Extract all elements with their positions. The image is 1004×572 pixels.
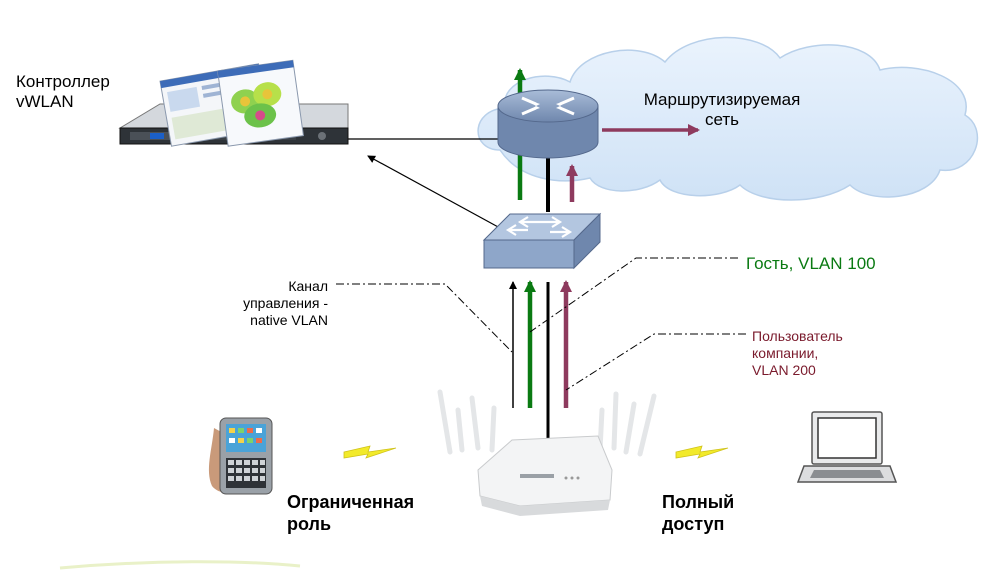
- routed-network-label-line1: Маршрутизируемая: [643, 90, 801, 109]
- lightning-icon: [343, 445, 397, 459]
- decorative-swoosh: [59, 560, 301, 570]
- guest-callout: [529, 257, 738, 333]
- management-callout: [336, 283, 513, 353]
- restricted-label-line2: роль: [287, 513, 332, 534]
- laptop-icon: [796, 411, 898, 483]
- corporate-label-line2: компании,: [752, 344, 819, 361]
- management-channel-label: Канал управления - native VLAN: [200, 278, 328, 328]
- corporate-label-line1: Пользователь: [752, 328, 843, 344]
- routed-network-label-line2: сеть: [704, 110, 740, 130]
- management-label-line1: Канал: [288, 278, 328, 294]
- management-to-controller-arrow: [367, 155, 501, 229]
- controller-label-line1: Контроллер: [16, 72, 110, 91]
- full-access-label: Полный доступ: [662, 492, 734, 535]
- controller-ui-screenshot-icon: [159, 59, 304, 147]
- controller-label: Контроллер vWLAN: [16, 72, 110, 113]
- management-label-line2: управления -: [243, 294, 328, 311]
- controller-label-line2: vWLAN: [16, 92, 74, 112]
- routed-network-label: Маршрутизируемая сеть: [612, 90, 832, 131]
- smartphone-icon: [208, 417, 273, 495]
- switch-icon: [482, 212, 602, 270]
- full-access-label-line1: Полный: [662, 492, 735, 512]
- corporate-label-line3: VLAN 200: [752, 361, 816, 378]
- corporate-callout: [565, 333, 746, 391]
- access-point-icon: [437, 389, 657, 516]
- full-access-label-line2: доступ: [662, 513, 725, 534]
- restricted-label-line1: Ограниченная: [287, 492, 415, 512]
- router-icon: [497, 89, 599, 159]
- lightning-icon: [675, 445, 729, 459]
- management-label-line3: native VLAN: [250, 311, 328, 328]
- corporate-user-label: Пользователь компании, VLAN 200: [752, 328, 843, 378]
- guest-vlan-label: Гость, VLAN 100: [746, 254, 876, 273]
- restricted-role-label: Ограниченная роль: [287, 492, 414, 535]
- cloud-icon: [477, 36, 979, 201]
